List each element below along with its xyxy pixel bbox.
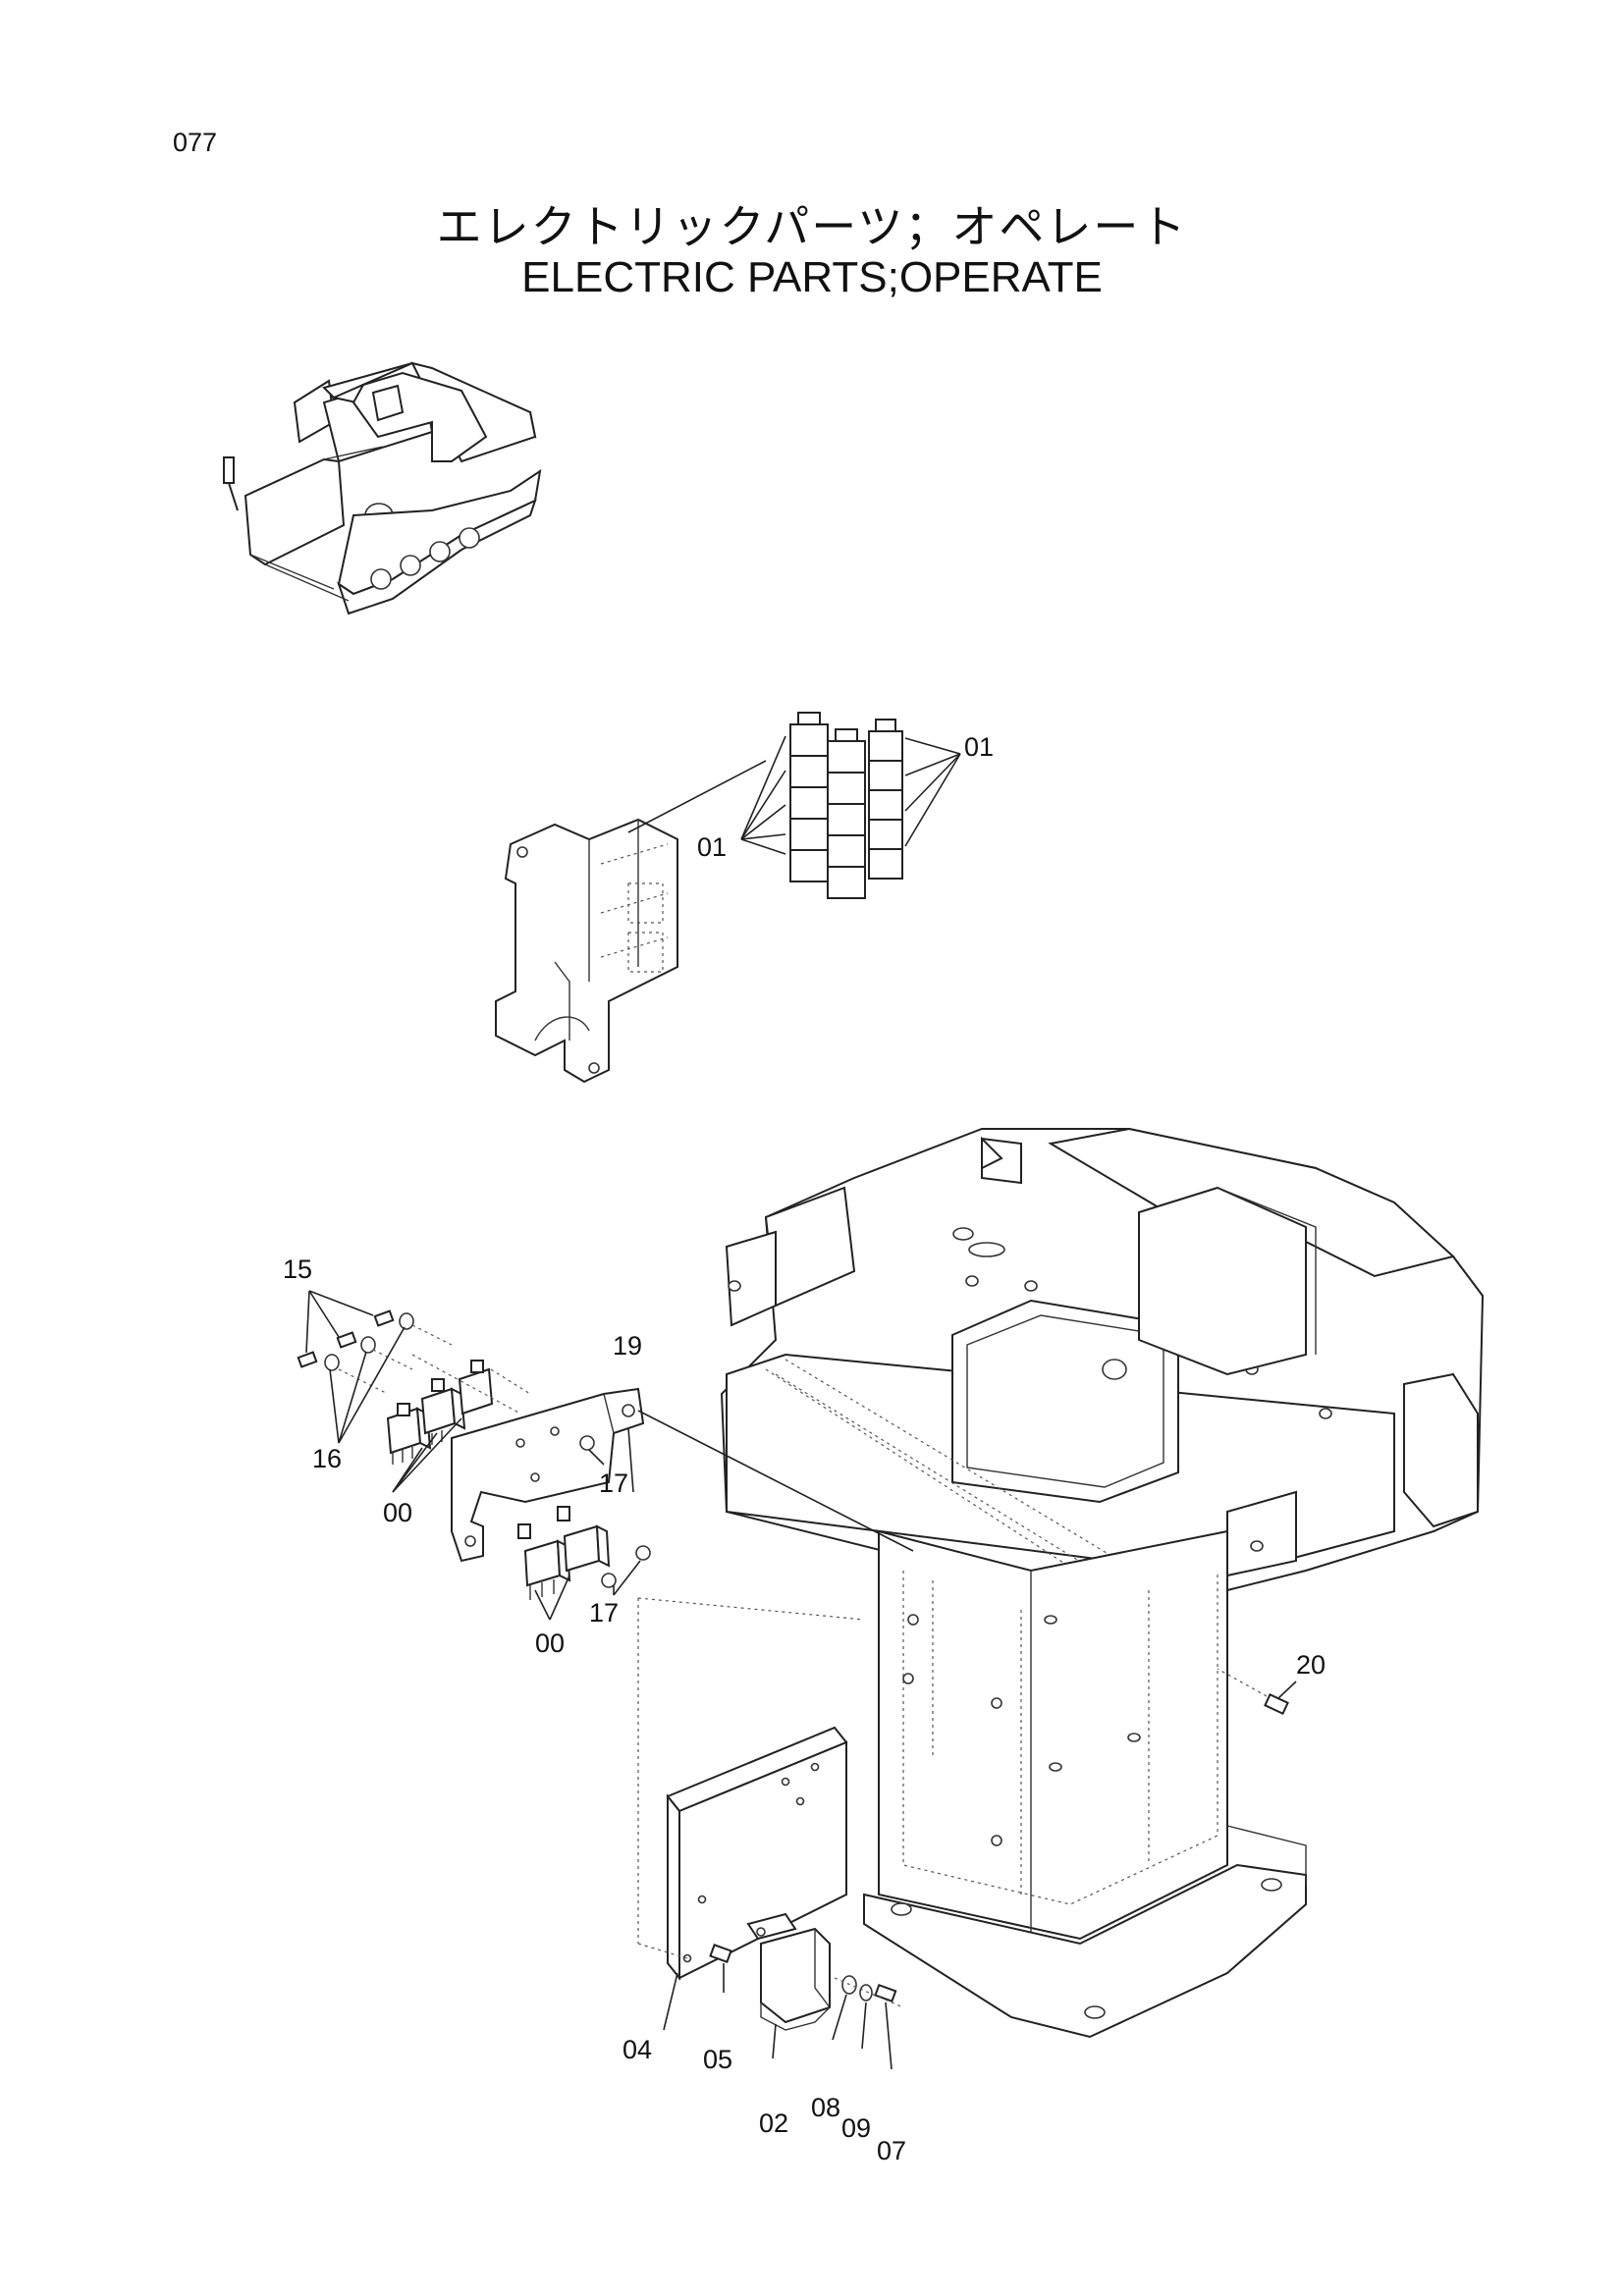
callout-19: 19 xyxy=(613,1331,642,1361)
callout-16: 16 xyxy=(312,1444,342,1473)
callout-labels: 01 01 15 16 00 19 17 00 17 20 04 05 02 0… xyxy=(283,732,1326,2165)
callout-17-upper: 17 xyxy=(599,1468,628,1498)
callout-leaders-15-16 xyxy=(305,1290,406,1444)
callout-05: 05 xyxy=(703,2045,732,2074)
bolt-20 xyxy=(1217,1668,1297,1715)
relay-bracket-assembly xyxy=(495,760,767,1084)
callout-20: 20 xyxy=(1296,1650,1326,1680)
page-number: 077 xyxy=(173,128,218,157)
screw-05 xyxy=(709,1944,732,1993)
callout-00-upper: 00 xyxy=(383,1498,412,1527)
bolts-washers-15-16 xyxy=(297,1309,453,1395)
washers-nut-07-08-09 xyxy=(832,1975,904,2070)
title-japanese: エレクトリックパーツ；オペレート xyxy=(436,200,1188,253)
callout-08: 08 xyxy=(811,2093,840,2122)
callout-leaders-00 xyxy=(392,1417,570,1621)
riser-column xyxy=(863,1529,1307,2039)
callout-01-right: 01 xyxy=(964,732,994,762)
mounting-plate-04 xyxy=(637,1597,865,1981)
machine-overview-illustration xyxy=(223,361,542,615)
callout-00-lower: 00 xyxy=(535,1629,565,1658)
callout-15: 15 xyxy=(283,1255,312,1284)
callout-04: 04 xyxy=(623,2035,652,2064)
relays-lower-group xyxy=(517,1506,611,1600)
fuse-relay-stack xyxy=(789,712,903,899)
callout-02: 02 xyxy=(759,2109,788,2138)
callout-07: 07 xyxy=(877,2136,906,2165)
callout-17-lower: 17 xyxy=(589,1598,619,1628)
callout-01-left: 01 xyxy=(697,832,727,862)
relay-mount-bracket xyxy=(451,1387,914,1563)
callout-leaders-01 xyxy=(740,735,961,855)
callout-leader-04 xyxy=(663,1972,678,2031)
callout-09: 09 xyxy=(841,2113,871,2143)
horn-relay-02 xyxy=(746,1912,831,2059)
nuts-17 xyxy=(579,1435,651,1596)
title-english: ELECTRIC PARTS;OPERATE xyxy=(521,253,1103,301)
